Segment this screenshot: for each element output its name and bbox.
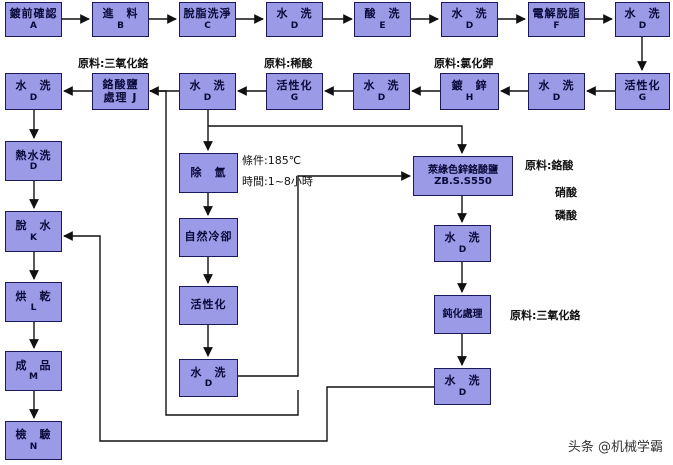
step-code: H <box>465 92 474 103</box>
step-natural-cooling: 自然冷卻 <box>179 218 238 257</box>
step-water-rinse: 水 洗 D <box>441 2 498 37</box>
step-water-rinse: 水 洗 D <box>266 2 323 37</box>
watermark: 头条 @机械学霸 <box>567 440 663 455</box>
step-label: 成 品 <box>15 358 52 372</box>
arrow-loop-to-dehydrate <box>63 231 434 442</box>
step-code: B <box>117 20 124 31</box>
step-label: 水 洗 <box>189 79 226 92</box>
step-code: F <box>553 20 560 31</box>
note-phosphoric-acid: 磷酸 <box>555 209 577 222</box>
step-code: C <box>204 20 211 31</box>
step-label: 活性化 <box>624 79 661 92</box>
step-code: ZB.S.S550 <box>434 176 492 187</box>
step-label: 水 洗 <box>624 7 661 20</box>
step-code: M <box>29 372 38 383</box>
step-label: 電解脫脂 <box>532 7 581 20</box>
step-code: L <box>30 303 37 314</box>
step-code: D <box>204 379 213 390</box>
note-nitric-acid: 硝酸 <box>555 186 577 199</box>
step-label: 水 洗 <box>276 7 313 20</box>
step-code: N <box>29 441 38 452</box>
step-code: D <box>552 92 561 103</box>
step-code: D <box>203 92 212 103</box>
step-label: 鈍化處理 <box>442 308 483 320</box>
note-material-chromic-acid: 原料:鉻酸 <box>525 159 574 172</box>
step-code: D <box>29 162 38 173</box>
step-code: G <box>290 92 299 103</box>
step-finished-product: 成 品 M <box>5 351 62 391</box>
note-material-chromium-trioxide-2: 原料:三氧化鉻 <box>510 309 581 322</box>
step-label: 水 洗 <box>363 79 400 92</box>
step-label: 進 料 <box>102 7 139 20</box>
note-material-dilute-acid: 原料:稀酸 <box>264 57 313 70</box>
step-inspection: 檢 驗 N <box>5 421 62 460</box>
step-code: G <box>638 92 647 103</box>
step-code: D <box>458 244 467 255</box>
step-label: 脫 水 <box>15 219 52 232</box>
step-dehydrate: 脫 水 K <box>5 211 62 252</box>
step-label: 除 氫 <box>190 165 227 179</box>
step-dry: 烘 乾 L <box>5 282 62 322</box>
arrow-loop-to-green <box>238 171 411 377</box>
step-label: 萊綠色鋅鉻酸鹽 <box>428 164 498 176</box>
step-water-rinse: 水 洗 D <box>5 73 62 110</box>
step-green-zinc-chromate: 萊綠色鋅鉻酸鹽 ZB.S.S550 <box>413 156 513 196</box>
step-code: D <box>638 20 647 31</box>
step-label: 脫脂洗淨 <box>183 7 232 20</box>
step-hot-water-rinse: 熱水洗 D <box>5 141 62 181</box>
step-activation: 活性化 G <box>615 73 670 110</box>
note-material-potassium-chloride: 原料:氯化鉀 <box>434 57 494 70</box>
step-label: 水 洗 <box>444 231 481 244</box>
step-code: D <box>465 20 474 31</box>
step-code: E <box>379 20 386 31</box>
step-degrease: 脫脂洗淨 C <box>179 2 236 37</box>
step-activation: 活性化 <box>179 286 238 325</box>
note-material-chromium-trioxide: 原料:三氧化鉻 <box>78 57 149 70</box>
step-water-rinse: 水 洗 D <box>179 359 238 397</box>
step-label: 鍍前確認 <box>9 7 58 20</box>
step-water-rinse: 水 洗 D <box>434 225 491 262</box>
step-water-rinse: 水 洗 D <box>353 73 410 110</box>
note-condition-temperature: 條件:185℃ <box>242 154 302 167</box>
step-label: 水 洗 <box>538 79 575 92</box>
step-label: 水 洗 <box>190 365 227 379</box>
step-code: D <box>290 20 299 31</box>
step-electrolytic-degrease: 電解脫脂 F <box>528 2 585 37</box>
step-label: 熱水洗 <box>15 148 52 162</box>
note-time-range: 時間:1~8小時 <box>242 175 313 188</box>
step-label: 水 洗 <box>451 7 488 20</box>
step-activation: 活性化 G <box>266 73 323 110</box>
step-label: 活性化 <box>276 79 313 92</box>
step-chromate-treatment: 鉻酸鹽 處理 J <box>92 73 149 110</box>
step-label: 水 洗 <box>15 79 52 92</box>
step-label-line2: 處理 J <box>103 90 138 104</box>
step-code: D <box>458 387 467 398</box>
step-label: 酸 洗 <box>364 7 401 20</box>
step-water-rinse: 水 洗 D <box>434 368 491 405</box>
step-zinc-plating: 鍍 鋅 H <box>440 73 499 110</box>
step-pre-plating-check: 鍍前確認 A <box>5 2 62 37</box>
step-label: 水 洗 <box>444 374 481 387</box>
step-label: 烘 乾 <box>15 289 52 303</box>
step-feed: 進 料 B <box>92 2 149 37</box>
step-water-rinse: 水 洗 D <box>179 73 236 110</box>
step-label: 自然冷卻 <box>184 230 233 244</box>
step-code: D <box>377 92 386 103</box>
step-code: K <box>30 232 37 243</box>
step-pickling: 酸 洗 E <box>354 2 411 37</box>
step-label: 鉻酸鹽 <box>102 77 139 91</box>
step-label: 檢 驗 <box>15 428 52 441</box>
step-water-rinse: 水 洗 D <box>615 2 670 37</box>
step-label: 鍍 鋅 <box>451 79 488 92</box>
step-code: D <box>29 92 38 103</box>
step-code: A <box>30 20 37 31</box>
step-label: 活性化 <box>190 298 227 312</box>
arrow-branch-right <box>208 125 467 154</box>
step-passivation: 鈍化處理 <box>434 295 491 334</box>
arrow-loop-to-chromate <box>150 90 299 416</box>
step-water-rinse: 水 洗 D <box>528 73 585 110</box>
step-dehydrogenation: 除 氫 <box>179 153 238 193</box>
